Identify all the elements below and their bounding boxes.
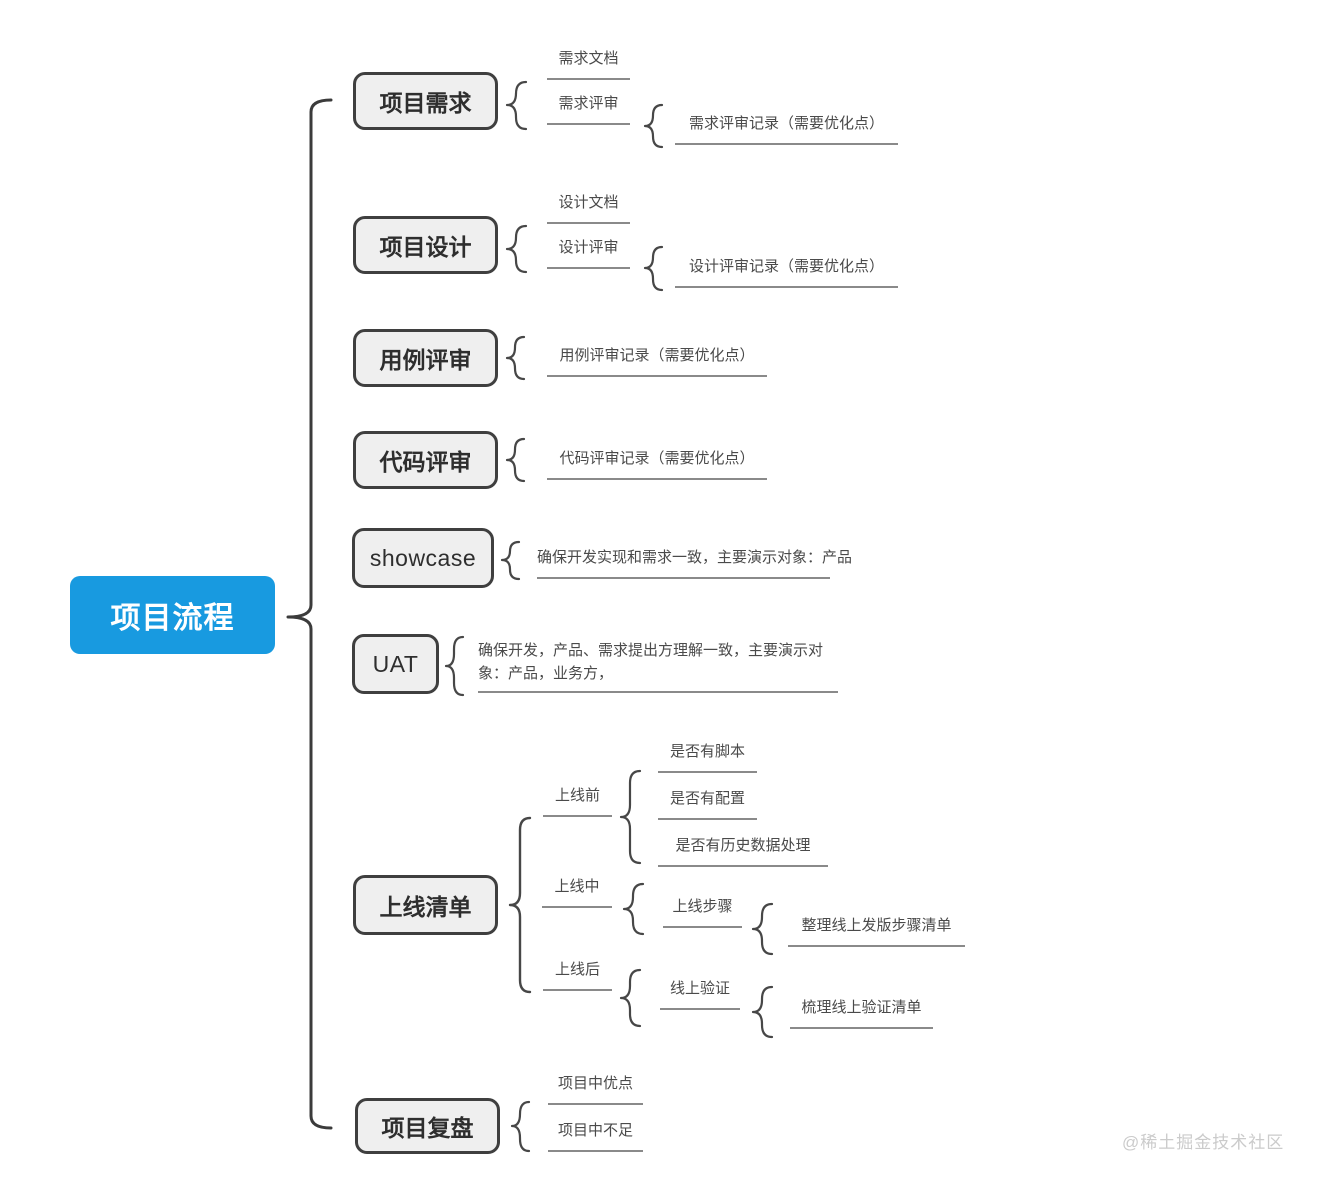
brace-connector-requirements bbox=[505, 80, 528, 131]
topic-usecase-review[interactable]: 用例评审 bbox=[353, 329, 498, 387]
brace-connector-root bbox=[286, 98, 333, 1130]
brace-connector-showcase bbox=[500, 540, 521, 581]
topic-project-requirements[interactable]: 项目需求 bbox=[353, 72, 498, 130]
brace-connector-uat bbox=[444, 635, 465, 697]
subtopic-showcase-desc[interactable]: 确保开发实现和需求一致，主要演示对象：产品 bbox=[537, 548, 852, 579]
topic-launch-checklist[interactable]: 上线清单 bbox=[353, 875, 498, 935]
subtopic-requirements-review-record[interactable]: 需求评审记录（需要优化点） bbox=[675, 114, 898, 145]
brace-connector-during-launch bbox=[622, 882, 645, 936]
brace-connector-launch-checklist bbox=[508, 816, 532, 994]
topic-showcase[interactable]: showcase bbox=[352, 528, 494, 588]
subtopic-before-launch[interactable]: 上线前 bbox=[543, 786, 612, 817]
subtopic-release-steps-list[interactable]: 整理线上发版步骤清单 bbox=[788, 916, 965, 947]
topic-project-retrospective[interactable]: 项目复盘 bbox=[355, 1098, 500, 1154]
subtopic-uat-desc[interactable]: 确保开发，产品、需求提出方理解一致，主要演示对象：产品，业务方， bbox=[478, 639, 838, 693]
subtopic-during-launch[interactable]: 上线中 bbox=[542, 877, 612, 908]
brace-connector-online-verify bbox=[751, 985, 774, 1039]
subtopic-project-weaknesses[interactable]: 项目中不足 bbox=[548, 1121, 643, 1152]
subtopic-has-history-data[interactable]: 是否有历史数据处理 bbox=[658, 836, 828, 867]
subtopic-requirements-doc[interactable]: 需求文档 bbox=[547, 49, 630, 80]
brace-connector-retrospective bbox=[510, 1100, 531, 1153]
subtopic-has-config[interactable]: 是否有配置 bbox=[658, 789, 757, 820]
topic-code-review[interactable]: 代码评审 bbox=[353, 431, 498, 489]
subtopic-code-review-record[interactable]: 代码评审记录（需要优化点） bbox=[547, 449, 767, 480]
watermark: @稀土掘金技术社区 bbox=[1122, 1133, 1285, 1152]
brace-connector-launch-steps bbox=[751, 902, 774, 956]
topic-uat[interactable]: UAT bbox=[352, 634, 439, 694]
root-topic-project-process[interactable]: 项目流程 bbox=[70, 576, 275, 654]
brace-connector-usecase-review bbox=[505, 335, 526, 381]
topic-project-design[interactable]: 项目设计 bbox=[353, 216, 498, 274]
subtopic-online-verify-list[interactable]: 梳理线上验证清单 bbox=[790, 998, 933, 1029]
subtopic-design-doc[interactable]: 设计文档 bbox=[547, 193, 630, 224]
brace-connector-design bbox=[505, 224, 528, 274]
brace-connector-requirements-review bbox=[643, 103, 664, 149]
brace-connector-design-review bbox=[643, 245, 664, 292]
subtopic-requirements-review[interactable]: 需求评审 bbox=[547, 94, 630, 125]
subtopic-project-strengths[interactable]: 项目中优点 bbox=[548, 1074, 643, 1105]
subtopic-usecase-review-record[interactable]: 用例评审记录（需要优化点） bbox=[547, 346, 767, 377]
brace-connector-before-launch bbox=[619, 769, 642, 865]
brace-connector-after-launch bbox=[619, 968, 642, 1028]
subtopic-has-script[interactable]: 是否有脚本 bbox=[658, 742, 757, 773]
subtopic-online-verify[interactable]: 线上验证 bbox=[660, 979, 740, 1010]
subtopic-design-review[interactable]: 设计评审 bbox=[547, 238, 630, 269]
brace-connector-code-review bbox=[505, 437, 526, 483]
subtopic-launch-steps[interactable]: 上线步骤 bbox=[663, 897, 742, 928]
subtopic-after-launch[interactable]: 上线后 bbox=[543, 960, 612, 991]
subtopic-design-review-record[interactable]: 设计评审记录（需要优化点） bbox=[675, 257, 898, 288]
